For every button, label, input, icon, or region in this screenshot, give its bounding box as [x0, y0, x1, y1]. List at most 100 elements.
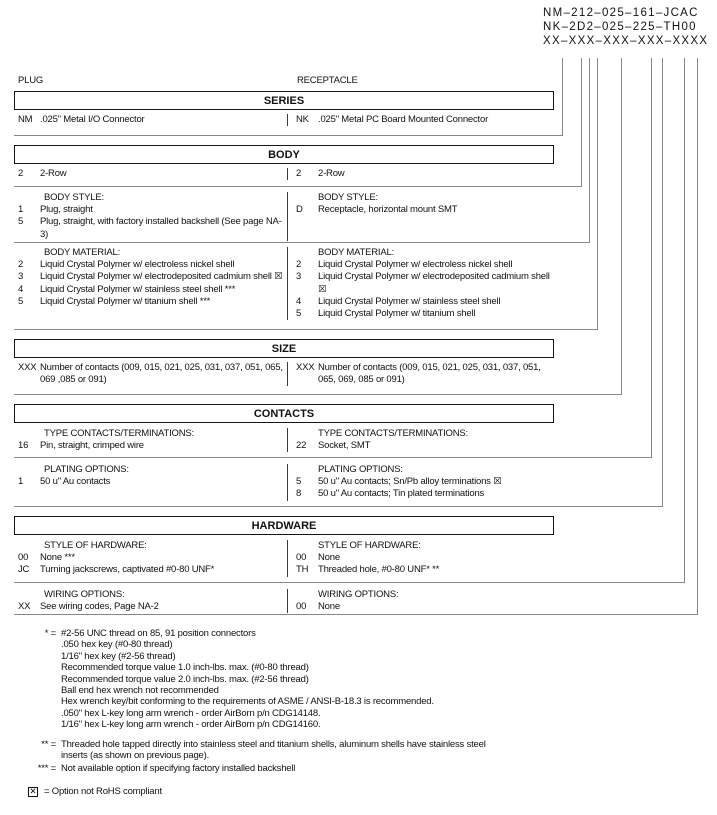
option-desc: Liquid Crystal Polymer w/ electroless ni… — [40, 259, 235, 271]
pn-line-body-material — [14, 58, 598, 330]
footnote-line: .050" hex L-key long arm wrench - order … — [61, 707, 321, 719]
option-desc: Liquid Crystal Polymer w/ electrodeposit… — [40, 271, 283, 283]
plating-options-right: 5 50 u" Au contacts; Sn/Pb alloy termina… — [288, 476, 554, 500]
option-desc: Number of contacts (009, 015, 021, 025, … — [40, 362, 283, 386]
size-section-header: SIZE — [14, 339, 554, 358]
plating-heading-left: PLATING OPTIONS: — [44, 464, 129, 475]
option-code: 8 — [296, 488, 302, 500]
option-desc: Number of contacts (009, 015, 021, 025, … — [318, 362, 541, 386]
option-desc: 50 u" Au contacts; Tin plated terminatio… — [318, 488, 485, 500]
footnote-line: 1/16" hex L-key long arm wrench - order … — [61, 719, 321, 731]
option-desc: Liquid Crystal Polymer w/ stainless stee… — [40, 283, 236, 295]
option-code: D — [296, 204, 303, 216]
body-style-options-right: D Receptacle, horizontal mount SMT — [288, 204, 554, 216]
option-desc: See wiring codes, Page NA-2 — [40, 601, 159, 613]
body-material-options-right: 2 Liquid Crystal Polymer w/ electroless … — [288, 259, 554, 320]
rohs-note: = Option not RoHS compliant — [28, 786, 162, 797]
option-code: 16 — [18, 440, 29, 452]
contact-type-heading-left: TYPE CONTACTS/TERMINATIONS: — [44, 428, 194, 439]
option-code: 3 — [296, 271, 302, 283]
footnote-line: .050 hex key (#0-80 thread) — [61, 639, 173, 651]
option-row: 4 Liquid Crystal Polymer w/ stainless st… — [14, 284, 287, 296]
option-code: 5 — [296, 476, 302, 488]
receptacle-column-header: RECEPTACLE — [297, 75, 358, 86]
wiring-heading-right: WIRING OPTIONS: — [318, 589, 399, 600]
option-row: JC Turning jackscrews, captivated #0-80 … — [14, 564, 287, 576]
option-row: TH Threaded hole, #0-80 UNF* ** — [288, 564, 554, 576]
footnote-line: Not available option if specifying facto… — [61, 763, 296, 775]
option-desc: Liquid Crystal Polymer w/ titanium shell — [318, 308, 476, 320]
body-material-block: BODY MATERIAL: 2 Liquid Crystal Polymer … — [14, 247, 554, 321]
hardware-style-heading-left: STYLE OF HARDWARE: — [44, 540, 147, 551]
option-row: NM .025" Metal I/O Connector — [14, 114, 287, 126]
option-code: 00 — [296, 601, 307, 613]
option-desc: Liquid Crystal Polymer w/ stainless stee… — [318, 295, 501, 307]
body-material-heading-right: BODY MATERIAL: — [318, 247, 395, 258]
option-code: 4 — [296, 295, 302, 307]
option-code: NM — [18, 114, 33, 125]
size-title: SIZE — [271, 342, 297, 355]
option-desc: Turning jackscrews, captivated #0-80 UNF… — [40, 564, 215, 576]
hardware-style-heading-right: STYLE OF HARDWARE: — [318, 540, 421, 551]
option-code: 00 — [18, 552, 29, 564]
pn-line-size — [14, 58, 622, 395]
option-row: 5 Liquid Crystal Polymer w/ titanium she… — [288, 308, 554, 320]
footnote-line: 1/16" hex key (#2-56 thread) — [61, 650, 176, 662]
footnote-line: #2-56 UNC thread on 85, 91 position conn… — [61, 628, 256, 639]
option-row: 1 Plug, straight — [14, 204, 287, 216]
wiring-options-block: WIRING OPTIONS: XX See wiring codes, Pag… — [14, 589, 554, 614]
option-row: 5 Plug, straight, with factory installed… — [14, 216, 287, 240]
option-code: XXX — [18, 362, 37, 373]
body-style-options-left: 1 Plug, straight 5 Plug, straight, with … — [14, 204, 287, 241]
pn-line-hardware-style — [14, 58, 685, 583]
series-title: SERIES — [263, 94, 305, 107]
option-code: 22 — [296, 440, 307, 452]
option-row: 00 None — [288, 552, 554, 564]
pn-line-series — [14, 58, 563, 136]
option-desc: None — [318, 601, 340, 613]
option-code: TH — [296, 564, 309, 576]
body-material-heading-left: BODY MATERIAL: — [44, 247, 121, 258]
footnote: *** =Not available option if specifying … — [38, 763, 706, 775]
wiring-heading-left: WIRING OPTIONS: — [44, 589, 125, 600]
option-row: 22 Socket, SMT — [288, 440, 554, 452]
hardware-style-block: STYLE OF HARDWARE: 00 None *** JC Turnin… — [14, 540, 554, 577]
wiring-options-left: XX See wiring codes, Page NA-2 — [14, 601, 287, 613]
option-code: 2 — [296, 168, 302, 179]
option-desc: Socket, SMT — [318, 440, 371, 452]
option-row: 8 50 u" Au contacts; Tin plated terminat… — [288, 488, 554, 500]
option-code: XXX — [296, 362, 315, 373]
footnote-line: Ball end hex wrench not recommended — [61, 685, 219, 697]
option-row: 4 Liquid Crystal Polymer w/ stainless st… — [288, 296, 554, 308]
footnote-line: Hex wrench key/bit conforming to the req… — [61, 696, 434, 708]
contacts-title: CONTACTS — [253, 407, 315, 420]
plating-options-left: 1 50 u" Au contacts — [14, 476, 287, 488]
option-code: 2 — [18, 168, 24, 179]
option-desc: Receptacle, horizontal mount SMT — [318, 204, 458, 216]
hardware-title: HARDWARE — [251, 519, 317, 532]
body-row-options-left: 2 2-Row — [14, 168, 287, 180]
plating-heading-right: PLATING OPTIONS: — [318, 464, 403, 475]
size-block: XXX Number of contacts (009, 015, 021, 0… — [14, 362, 554, 387]
option-row: 5 50 u" Au contacts; Sn/Pb alloy termina… — [288, 476, 554, 488]
contact-type-options-right: 22 Socket, SMT — [288, 440, 554, 452]
hardware-section-header: HARDWARE — [14, 516, 554, 535]
option-desc: Plug, straight, with factory installed b… — [40, 216, 282, 240]
option-code: 2 — [296, 259, 302, 271]
body-material-options-left: 2 Liquid Crystal Polymer w/ electroless … — [14, 259, 287, 308]
option-row: XXX Number of contacts (009, 015, 021, 0… — [288, 362, 554, 386]
series-options-left: NM .025" Metal I/O Connector — [14, 114, 287, 126]
series-section-header: SERIES — [14, 91, 554, 110]
option-row: 3 Liquid Crystal Polymer w/ electrodepos… — [288, 271, 554, 295]
option-desc: .025" Metal PC Board Mounted Connector — [318, 114, 489, 125]
pn-line-contact-type — [14, 58, 652, 458]
pn-line-body-row — [14, 58, 582, 187]
pn-line-plating — [14, 58, 663, 507]
option-code: 4 — [18, 283, 24, 295]
option-desc: None *** — [40, 552, 75, 564]
option-code: 3 — [18, 271, 24, 283]
option-row: 00 None *** — [14, 552, 287, 564]
footnote-line: inserts (as shown on previous page). — [61, 750, 210, 762]
footnote-marker: ** = — [41, 738, 56, 750]
receptacle-part-number: NK–2D2–025–225–TH00 — [543, 21, 697, 33]
